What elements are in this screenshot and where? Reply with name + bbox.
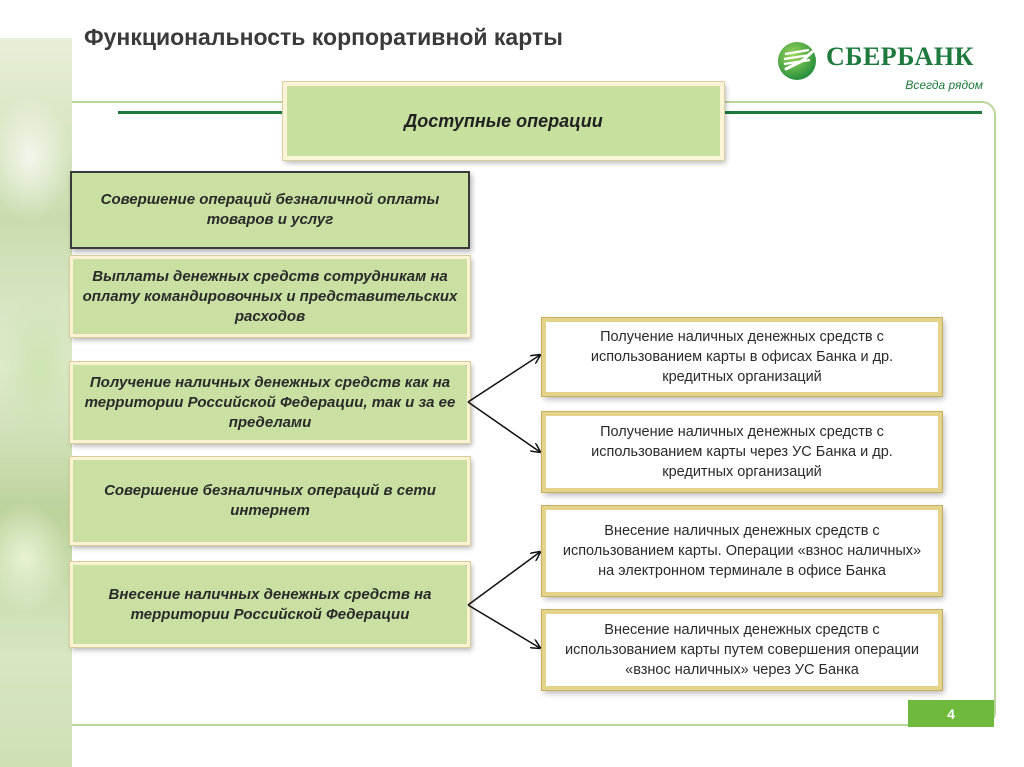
left-item-cash-deposit: Внесение наличных денежных средств на те… (70, 562, 470, 647)
left-item-cash-withdrawal: Получение наличных денежных средств как … (70, 362, 470, 443)
header-line-right (722, 111, 982, 114)
header-line-left (118, 111, 286, 114)
sberbank-logo: СБЕРБАНК Всегда рядом (776, 38, 991, 98)
sberbank-logo-icon (778, 42, 816, 80)
logo-slogan: Всегда рядом (905, 78, 983, 92)
right-item-deposit-atm: Внесение наличных денежных средств с исп… (542, 610, 942, 690)
page-number-badge: 4 (908, 700, 994, 727)
left-item-staff-payments: Выплаты денежных средств сотрудникам на … (70, 256, 470, 337)
decorative-leaf-background (0, 38, 72, 767)
slide-title: Функциональность корпоративной карты (84, 24, 563, 50)
left-item-internet-operations: Совершение безналичных операций в сети и… (70, 457, 470, 545)
left-item-cashless-payment: Совершение операций безналичной оплаты т… (70, 171, 470, 249)
right-item-withdrawal-atm: Получение наличных денежных средств с ис… (542, 412, 942, 492)
header-available-operations: Доступные операции (283, 82, 724, 160)
right-item-deposit-terminal: Внесение наличных денежных средств с исп… (542, 506, 942, 596)
right-item-withdrawal-office: Получение наличных денежных средств с ис… (542, 318, 942, 396)
logo-name: СБЕРБАНК (826, 42, 974, 71)
